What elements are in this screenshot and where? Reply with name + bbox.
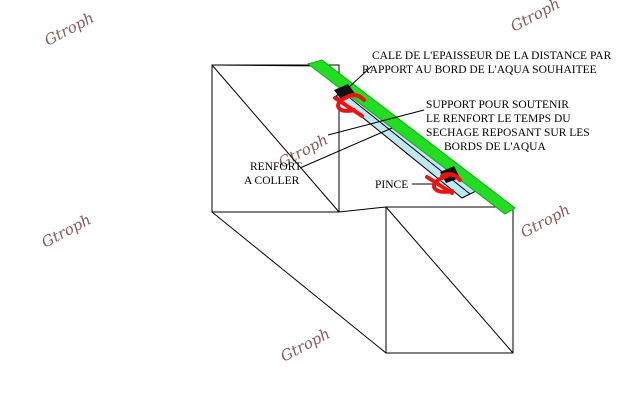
label-support-line2: LE RENFORT LE TEMPS DU (426, 113, 571, 125)
label-renfort-line2: A COLLER (244, 175, 300, 187)
watermark: Gtroph (41, 9, 97, 50)
leader-cale (347, 65, 373, 89)
leader-support (327, 109, 425, 136)
back-face-diagonal (211, 64, 340, 213)
label-support-line1: SUPPORT POUR SOUTENIR (426, 99, 569, 111)
label-support-line4: BORDS DE L'AQUA (444, 141, 546, 153)
watermark: Gtroph (38, 211, 94, 252)
watermark: Gtroph (507, 0, 563, 36)
label-support-line3: SECHAGE REPOSANT SUR LES (426, 127, 590, 139)
aquarium-bottom-edge (211, 211, 387, 354)
label-pince: PINCE (375, 179, 408, 191)
aquarium-back-face (211, 64, 340, 213)
aquarium-inner-edge (338, 206, 387, 213)
watermark: Gtroph (277, 325, 333, 366)
label-cale-line2: RAPPORT AU BORD DE L'AQUA SOUHAITEE (362, 64, 597, 76)
label-renfort-line1: RENFORT (250, 161, 302, 173)
label-cale-line1: CALE DE L'EPAISSEUR DE LA DISTANCE PAR (372, 50, 612, 62)
watermark: Gtroph (517, 201, 573, 242)
clamp-icon (425, 172, 462, 195)
leader-renfort (299, 127, 393, 169)
aquarium-top-left-edge (211, 64, 323, 67)
front-face-diagonal (385, 206, 514, 354)
clamp-icon (333, 93, 366, 118)
